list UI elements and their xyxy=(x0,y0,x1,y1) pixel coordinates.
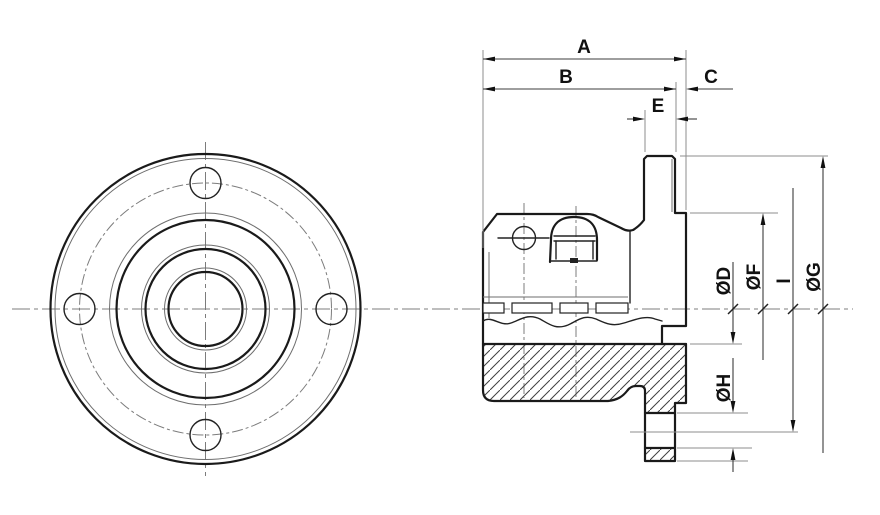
section-hatch-boss-tip xyxy=(645,448,675,461)
arrowhead xyxy=(483,86,495,92)
hub-circle xyxy=(115,218,296,400)
dim-label-of: ØF xyxy=(744,264,765,290)
dim-oh: ØH xyxy=(677,358,752,472)
dim-label-i: I xyxy=(774,278,795,283)
flange-outer-inner-edge-circle xyxy=(54,158,357,460)
spline-tooth xyxy=(595,302,629,314)
arrowhead xyxy=(676,116,688,122)
arrowhead xyxy=(760,213,766,225)
dim-i: I xyxy=(630,188,799,433)
body-lower-outline xyxy=(481,307,688,463)
dim-label-c: C xyxy=(704,67,718,88)
dim-label-oh: ØH xyxy=(714,374,735,403)
dim-a: A xyxy=(483,37,686,62)
arrowhead xyxy=(483,56,495,62)
bolt-hole-left xyxy=(63,292,96,326)
bolt-hole-bottom xyxy=(189,418,222,452)
body-upper-outline xyxy=(481,154,688,346)
centerline-tick xyxy=(817,303,829,315)
dim-og: ØG xyxy=(680,155,829,453)
bore-chamfer-circle xyxy=(164,267,247,351)
dim-label-od: ØD xyxy=(714,267,735,296)
recess-circle xyxy=(144,247,267,371)
recess-edge-circle xyxy=(141,244,270,374)
dim-label-e: E xyxy=(652,96,665,117)
bolt-circle-centerline xyxy=(79,182,332,436)
spline-tooth xyxy=(559,302,589,314)
break-line xyxy=(482,315,663,328)
dim-od: ØD xyxy=(690,262,742,345)
dim-c: C xyxy=(686,67,733,92)
bore-circle xyxy=(167,270,244,348)
dim-of: ØF xyxy=(690,212,778,360)
front-view xyxy=(49,142,362,476)
arrowhead xyxy=(664,86,676,92)
dim-label-og: ØG xyxy=(804,262,825,292)
bolt-hole-top xyxy=(189,166,222,200)
dim-b: B xyxy=(483,67,676,92)
section-hatch-main xyxy=(483,344,686,413)
arrowhead xyxy=(820,156,826,168)
arrowhead xyxy=(730,332,736,344)
arrowhead xyxy=(730,448,736,460)
dome-tip-mark xyxy=(570,258,578,263)
arrowhead xyxy=(730,401,736,413)
spline-tooth xyxy=(482,302,505,314)
centerline-tick xyxy=(757,303,769,315)
spline-tooth xyxy=(511,302,553,314)
arrowhead xyxy=(686,86,698,92)
dimensions: A B C E ØD xyxy=(482,37,829,472)
arrowhead xyxy=(674,56,686,62)
dome-feature-outline xyxy=(548,215,599,264)
arrowhead xyxy=(633,116,645,122)
dim-label-a: A xyxy=(577,37,591,58)
centerline-tick xyxy=(787,303,799,315)
dim-e: E xyxy=(627,96,697,122)
bolt-hole-right xyxy=(315,292,348,326)
centerline-tick xyxy=(727,303,739,315)
flange-outer-circle xyxy=(49,152,362,466)
arrowhead xyxy=(790,420,796,432)
pilot-edge-circle xyxy=(109,212,302,406)
dim-label-b: B xyxy=(559,67,573,88)
side-view xyxy=(481,154,688,463)
